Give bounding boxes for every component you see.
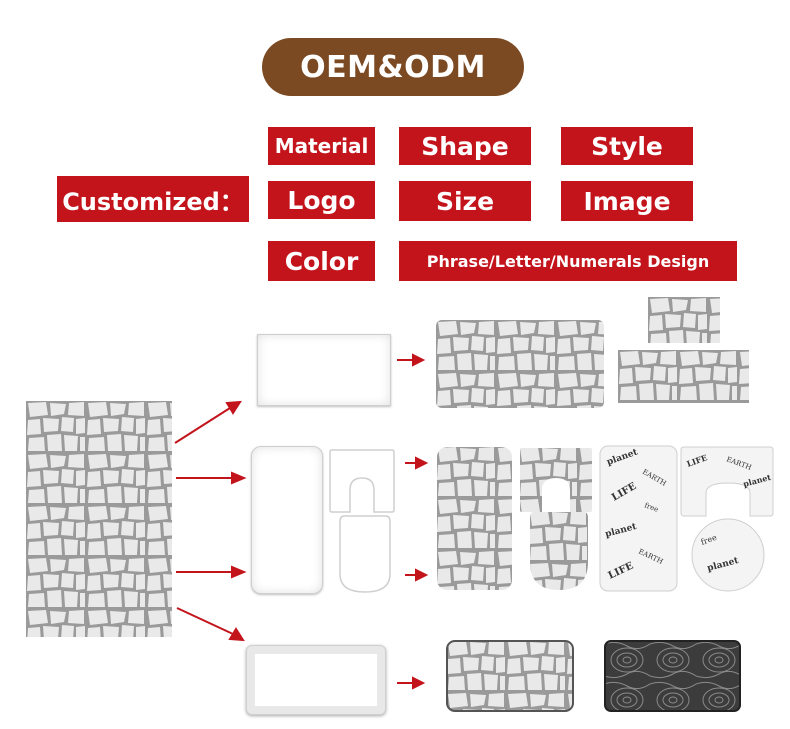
option-style: Style (561, 127, 693, 165)
option-phrase-design: Phrase/Letter/Numerals Design (399, 241, 737, 281)
printed-bath-set: planet EARTH LIFE free planet EARTH LIFE… (599, 445, 774, 592)
option-size: Size (399, 181, 531, 221)
patterned-rug-small (648, 297, 720, 343)
blank-kitchen-mat (246, 645, 386, 715)
option-logo: Logo (268, 181, 375, 219)
option-image: Image (561, 181, 693, 221)
patterned-rug-runner (618, 350, 749, 403)
blank-bath-mat (251, 446, 323, 594)
patterned-bath-mat (437, 447, 512, 590)
option-shape: Shape (399, 127, 531, 165)
option-material: Material (268, 127, 375, 165)
source-pattern-swatch (26, 401, 172, 637)
patterned-lid-cover (530, 512, 588, 590)
blank-lid-cover (339, 515, 391, 593)
option-color: Color (268, 241, 375, 281)
blank-rug-rect (257, 334, 391, 406)
patterned-kitchen-mat (446, 640, 574, 712)
blank-contour-mat (329, 449, 395, 513)
header-title: OEM&ODM (262, 38, 524, 96)
patterned-rug-rect (436, 320, 604, 408)
patterned-contour-mat (520, 448, 592, 512)
customized-label: Customized： (57, 176, 249, 222)
woodgrain-kitchen-mat (604, 640, 741, 712)
